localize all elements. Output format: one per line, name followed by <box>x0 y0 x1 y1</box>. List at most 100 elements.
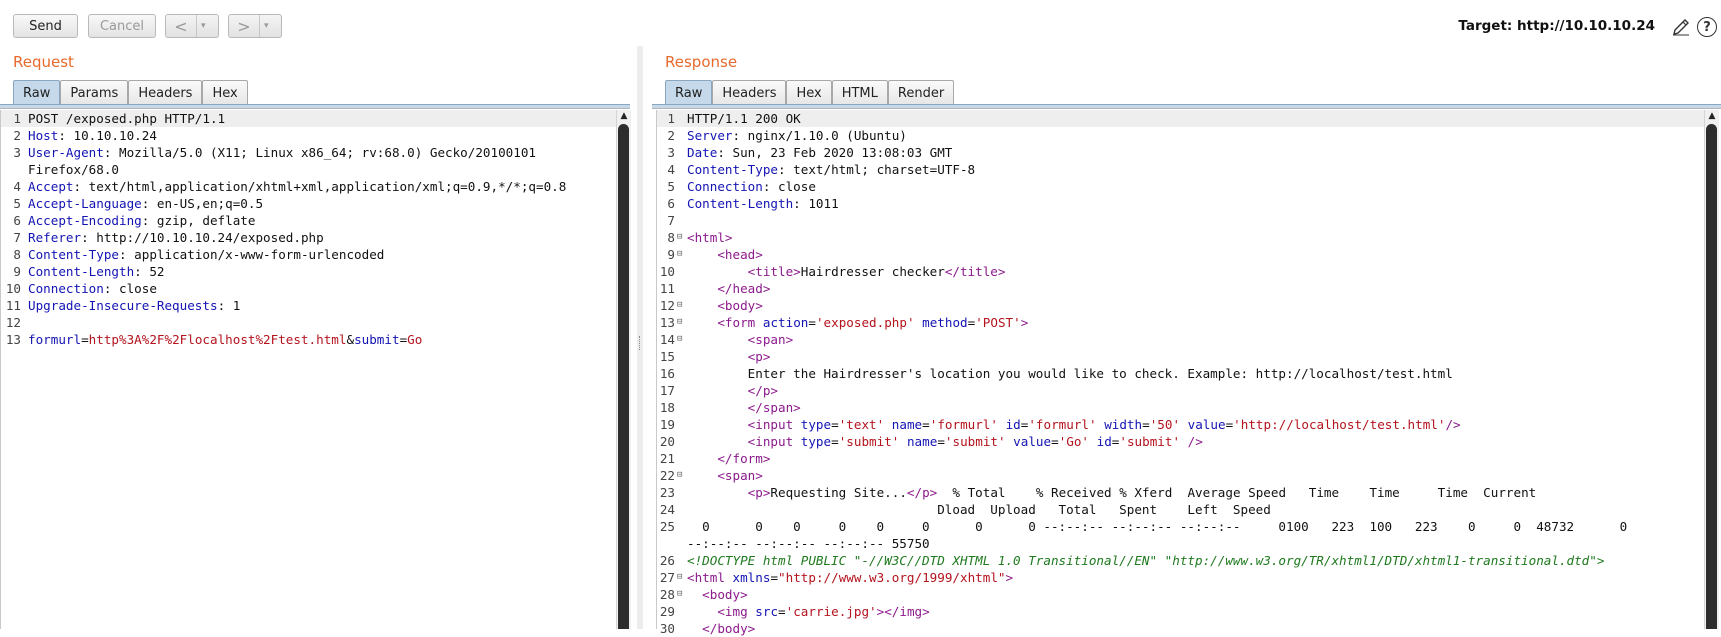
fold-toggle-icon[interactable]: ⊟ <box>677 317 683 327</box>
cancel-button[interactable]: Cancel <box>88 14 156 38</box>
code-text: </span> <box>747 400 801 415</box>
line-number: 25 <box>659 519 675 534</box>
request-tab-params[interactable]: Params <box>60 80 129 105</box>
send-button[interactable]: Send <box>13 14 78 38</box>
pane-splitter[interactable] <box>637 46 643 629</box>
code-line: 22⊟ <span> <box>657 467 1707 484</box>
code-text: <p> <box>747 349 771 364</box>
code-text: <head> <box>717 247 763 262</box>
forward-dropdown-icon[interactable]: ▾ <box>259 15 278 37</box>
response-title: Response <box>665 53 738 71</box>
forward-button[interactable]: > ▾ <box>228 14 282 38</box>
line-number: 3 <box>13 145 21 160</box>
scroll-up-arrow-icon[interactable]: ▲ <box>620 111 628 121</box>
response-tab-hex[interactable]: Hex <box>786 80 832 105</box>
code-line: 4 Content-Type: text/html; charset=UTF-8 <box>657 161 1707 178</box>
request-scrollbar[interactable]: ▲ <box>616 110 631 629</box>
code-text: <span> <box>747 332 794 347</box>
request-tab-raw[interactable]: Raw <box>13 80 61 105</box>
code-text: Enter the Hairdresser's location you wou… <box>687 366 1453 381</box>
request-tab-underline <box>0 104 630 109</box>
line-number: 17 <box>659 383 675 398</box>
code-line: 13⊟ <form action='exposed.php' method='P… <box>657 314 1707 331</box>
code-line: 16 Enter the Hairdresser's location you … <box>657 365 1707 382</box>
code-text: </p> <box>747 383 779 398</box>
fold-toggle-icon[interactable]: ⊟ <box>677 232 683 242</box>
line-number: 8 <box>667 230 675 245</box>
line-number: 20 <box>659 434 675 449</box>
response-tab-headers[interactable]: Headers <box>712 80 787 105</box>
line-number: 14 <box>659 332 675 347</box>
request-tab-hex[interactable]: Hex <box>202 80 248 105</box>
code-text: <html> <box>687 230 733 245</box>
code-text: Upgrade-Insecure-Requests: 1 <box>28 298 241 313</box>
fold-toggle-icon[interactable]: ⊟ <box>677 334 683 344</box>
line-number: 18 <box>659 400 675 415</box>
response-tab-html[interactable]: HTML <box>831 80 888 105</box>
code-line: 8⊟ <html> <box>657 229 1707 246</box>
code-text: --:--:-- --:--:-- --:--:-- 55750 <box>687 536 930 551</box>
response-tab-render[interactable]: Render <box>887 80 955 105</box>
line-number: 12 <box>5 315 21 330</box>
response-scrollbar[interactable]: ▲ <box>1704 110 1719 629</box>
line-number: 12 <box>659 298 675 313</box>
line-number: 13 <box>5 332 21 347</box>
code-line: 15 <p> <box>657 348 1707 365</box>
response-tab-raw[interactable]: Raw <box>665 80 713 105</box>
line-number: 11 <box>659 281 675 296</box>
help-icon[interactable]: ? <box>1697 17 1717 37</box>
scroll-up-arrow-icon[interactable]: ▲ <box>1708 111 1716 121</box>
request-tab-headers[interactable]: Headers <box>128 80 203 105</box>
code-text: Connection: close <box>28 281 157 296</box>
code-text: Date: Sun, 23 Feb 2020 13:08:03 GMT <box>687 145 953 160</box>
code-text: <span> <box>717 468 763 483</box>
line-number: 4 <box>667 162 675 177</box>
back-dropdown-icon[interactable]: ▾ <box>196 15 215 37</box>
code-text: Content-Type: text/html; charset=UTF-8 <box>687 162 976 177</box>
line-number: 19 <box>659 417 675 432</box>
code-text: <body> <box>717 298 763 313</box>
line-number: 29 <box>659 604 675 619</box>
fold-toggle-icon[interactable]: ⊟ <box>677 589 683 599</box>
request-scroll-thumb[interactable] <box>618 124 629 629</box>
code-text: <img src='carrie.jpg'></img> <box>717 604 930 619</box>
code-line: 18 </span> <box>657 399 1707 416</box>
line-number: 7 <box>13 230 21 245</box>
line-number: 1 <box>667 111 675 126</box>
response-scroll-thumb[interactable] <box>1706 124 1717 629</box>
line-number: 9 <box>13 264 21 279</box>
line-number: 6 <box>667 196 675 211</box>
edit-target-pencil-icon[interactable] <box>1671 17 1691 37</box>
code-text: Connection: close <box>687 179 816 194</box>
line-number: 21 <box>659 451 675 466</box>
line-number: 2 <box>13 128 21 143</box>
back-button[interactable]: < ▾ <box>165 14 219 38</box>
code-line: 11 </head> <box>657 280 1707 297</box>
fold-toggle-icon[interactable]: ⊟ <box>677 249 683 259</box>
code-text: <input type='submit' name='submit' value… <box>747 434 1203 449</box>
code-text: POST /exposed.php HTTP/1.1 <box>28 111 226 126</box>
line-number: 5 <box>13 196 21 211</box>
fold-toggle-icon[interactable]: ⊟ <box>677 572 683 582</box>
code-text: Content-Length: 52 <box>28 264 165 279</box>
request-title: Request <box>13 53 74 71</box>
fold-toggle-icon[interactable]: ⊟ <box>677 300 683 310</box>
fold-toggle-icon[interactable]: ⊟ <box>677 470 683 480</box>
code-text: Dload Upload Total Spent Left Speed <box>687 502 1271 517</box>
line-number: 10 <box>5 281 21 296</box>
line-number: 28 <box>659 587 675 602</box>
line-number: 9 <box>667 247 675 262</box>
code-text: 0 0 0 0 0 0 0 0 --:--:-- --:--:-- --:--:… <box>687 519 1628 534</box>
